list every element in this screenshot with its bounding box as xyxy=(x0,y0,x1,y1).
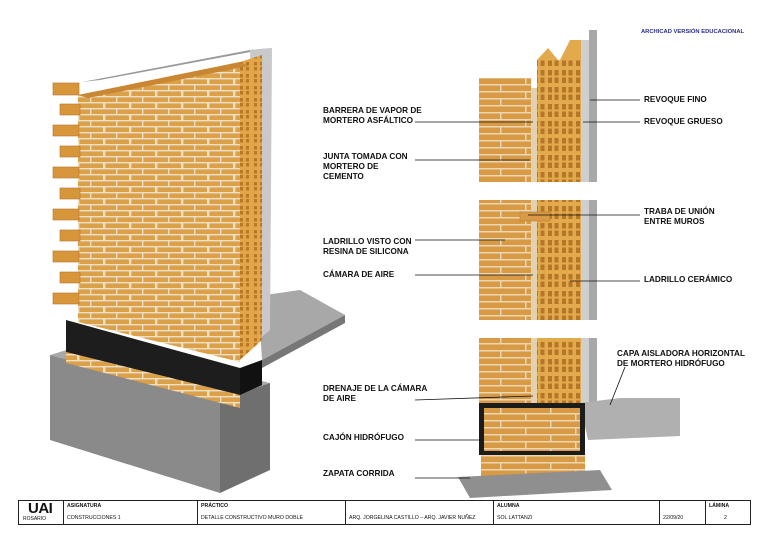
asignatura-heading: ASIGNATURA xyxy=(67,503,102,509)
logo-subtitle: ROSARIO xyxy=(23,516,47,522)
tb-fecha: 22/09/20 xyxy=(659,501,705,524)
label-revoque-fino: REVOQUE FINO xyxy=(644,95,707,104)
detail-panel-bottom xyxy=(458,338,680,498)
iso-toothing-bricks xyxy=(52,82,81,305)
label-capa-aisladora: CAPA AISLADORA HORIZONTAL DE MORTERO HID… xyxy=(617,349,745,368)
practico-value: DETALLE CONSTRUCTIVO MURO DOBLE xyxy=(201,515,303,521)
tb-logo-cell: UAI ROSARIO xyxy=(19,500,63,524)
detail-panel-top xyxy=(479,30,597,182)
label-zapata: ZAPATA CORRIDA xyxy=(323,469,395,478)
label-camara-aire: CÁMARA DE AIRE xyxy=(323,270,395,279)
detail-panel-middle xyxy=(479,200,597,320)
label-ladrillo-ceramico: LADRILLO CERÁMICO xyxy=(644,275,733,284)
label-traba-union: TRABA DE UNIÓN ENTRE MUROS xyxy=(644,207,715,226)
title-block: UAI ROSARIO ASIGNATURA CONSTRUCCIONES 1 … xyxy=(18,500,751,525)
tb-alumna: ALUMNA SOL LATTANZI xyxy=(493,501,659,524)
alumna-value: SOL LATTANZI xyxy=(497,515,533,521)
label-cajon-hidrofugo: CAJÓN HIDRÓFUGO xyxy=(323,433,404,442)
tb-lamina: LÁMINA 2 xyxy=(705,501,750,524)
tb-docentes: ARQ. JORGELINA CASTILLO – ARQ. JAVIER NU… xyxy=(345,501,493,524)
iso-footing-side xyxy=(220,383,270,493)
asignatura-value: CONSTRUCCIONES 1 xyxy=(67,515,121,521)
iso-brick-facade xyxy=(78,62,240,362)
iso-floor-slab-edge xyxy=(262,315,345,368)
tb-asignatura: ASIGNATURA CONSTRUCCIONES 1 xyxy=(63,501,197,524)
label-drenaje: DRENAJE DE LA CÁMARA DE AIRE xyxy=(323,384,428,403)
iso-wall-top-plaster xyxy=(82,48,272,82)
fecha-value: 22/09/20 xyxy=(663,515,684,521)
label-junta-tomada: JUNTA TOMADA CON MORTERO DE CEMENTO xyxy=(323,152,408,181)
docentes-value: ARQ. JORGELINA CASTILLO – ARQ. JAVIER NU… xyxy=(349,515,476,521)
tb-practico: PRÁCTICO DETALLE CONSTRUCTIVO MURO DOBLE xyxy=(197,501,345,524)
lamina-heading: LÁMINA xyxy=(709,503,730,509)
iso-ceramic-leaf xyxy=(240,55,262,360)
iso-floor-slab xyxy=(258,290,345,360)
uai-logo: UAI xyxy=(28,500,53,517)
iso-waterproof-band xyxy=(66,320,240,395)
label-barrera-vapor: BARRERA DE VAPOR DE MORTERO ASFÁLTICO xyxy=(323,106,422,125)
leader-lines xyxy=(414,99,640,479)
alumna-heading: ALUMNA xyxy=(497,503,520,509)
practico-heading: PRÁCTICO xyxy=(201,503,229,509)
edu-watermark: ARCHICAD VERSIÓN EDUCACIONAL xyxy=(641,29,745,35)
lamina-value: 2 xyxy=(724,515,727,521)
label-ladrillo-visto: LADRILLO VISTO CON RESINA DE SILICONA xyxy=(323,237,412,256)
label-revoque-grueso: REVOQUE GRUESO xyxy=(644,117,723,126)
